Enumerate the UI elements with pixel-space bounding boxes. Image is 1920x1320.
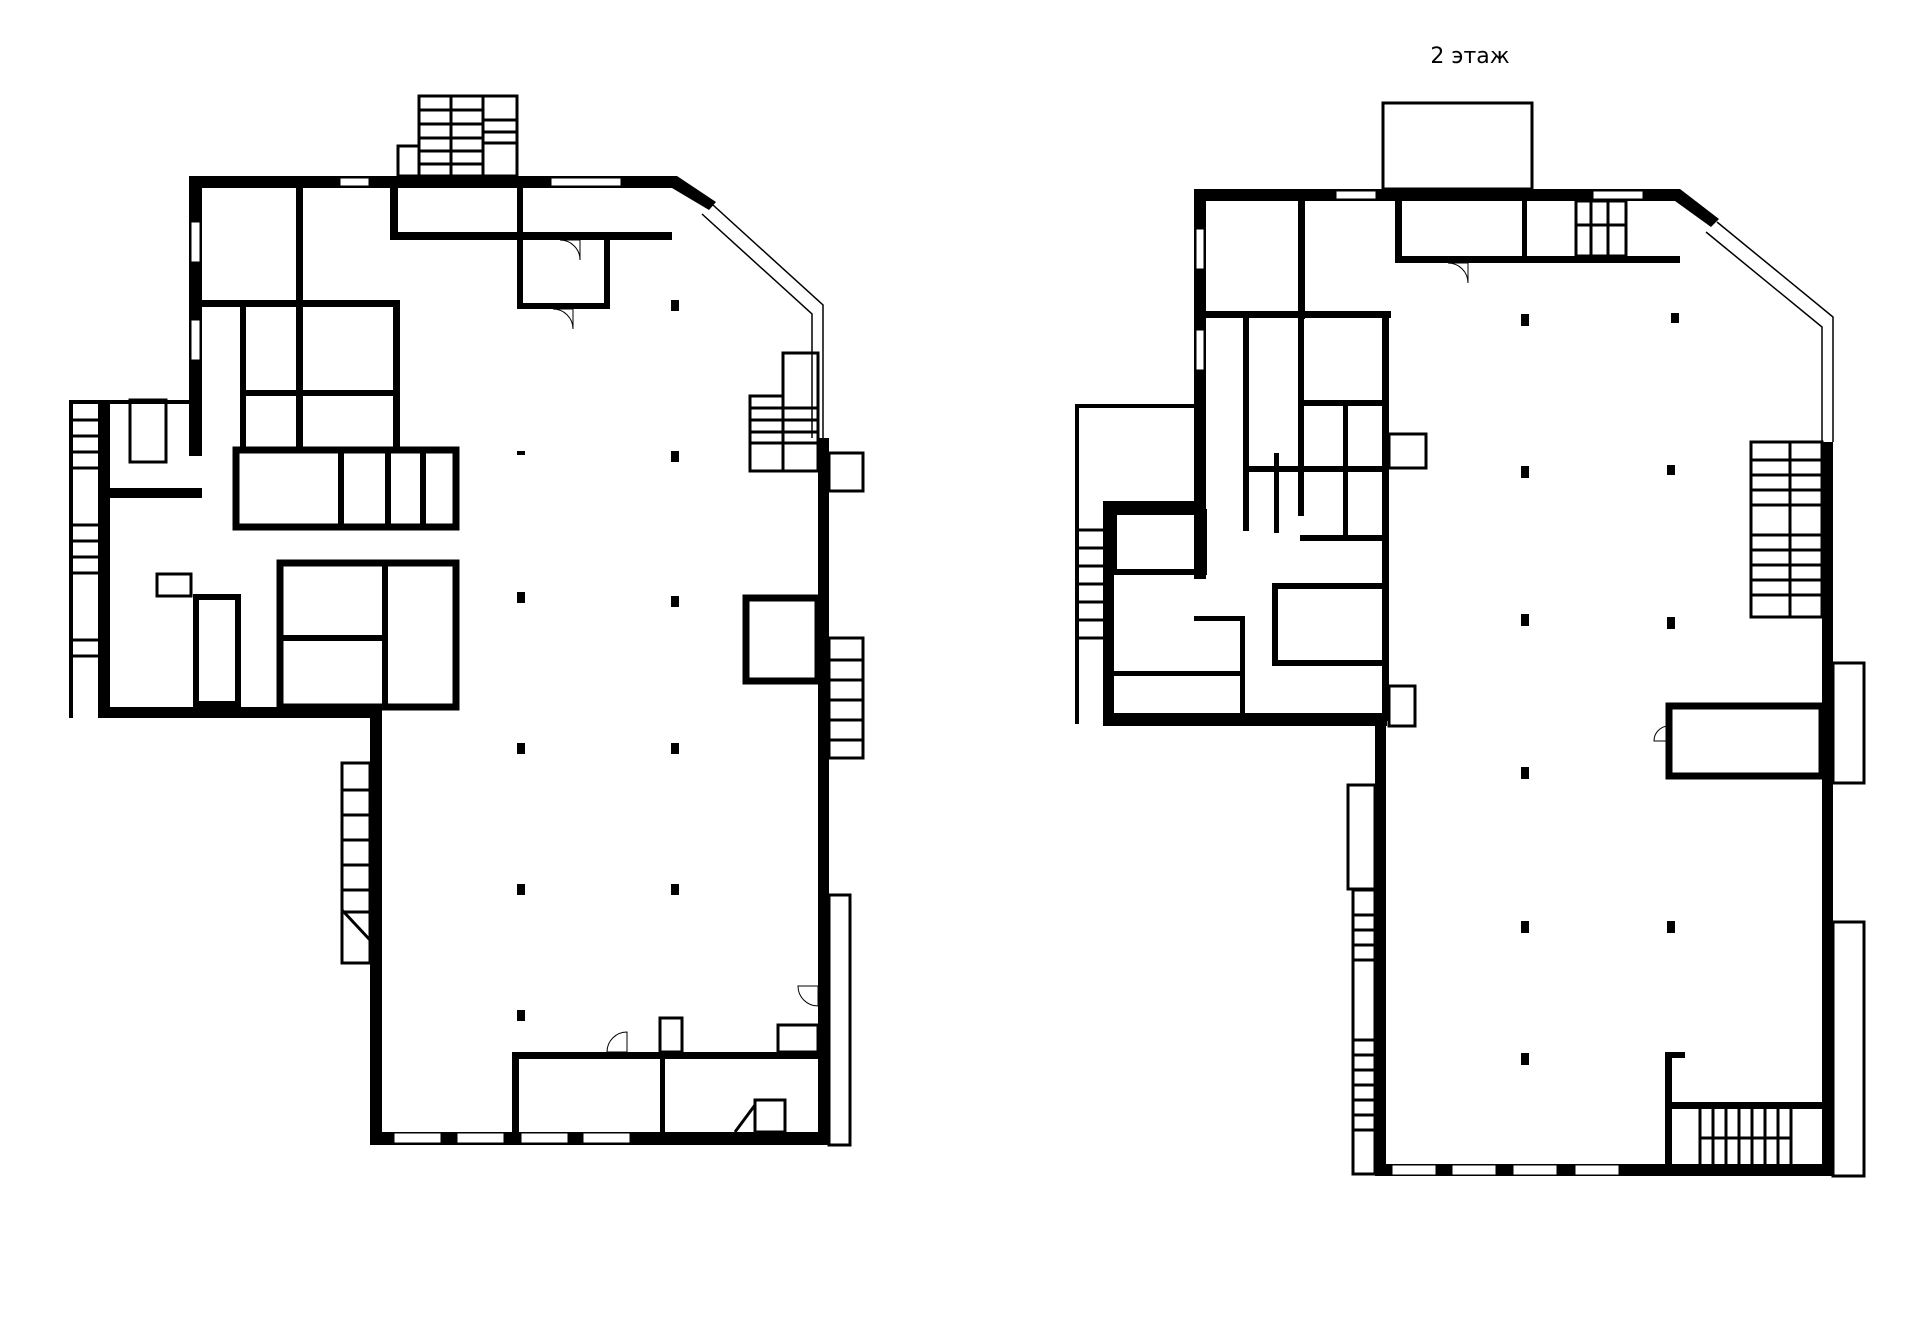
stair-west [72, 418, 98, 658]
stair-south-2 [1698, 1109, 1793, 1164]
floor-2-plan [1075, 101, 1866, 1178]
floor-2-title: 2 этаж [1430, 44, 1510, 69]
stair-west-2 [1078, 528, 1103, 640]
stair-west-hall-2 [1346, 783, 1377, 1176]
stair-east [748, 351, 865, 1147]
floor-1-plan [69, 94, 865, 1147]
stair-north [396, 94, 519, 178]
columns-2 [1521, 313, 1679, 1065]
stair-east-2 [1749, 440, 1824, 619]
columns [517, 300, 679, 1021]
stair-north-2 [1574, 199, 1628, 258]
stair-west-hall [340, 761, 372, 965]
